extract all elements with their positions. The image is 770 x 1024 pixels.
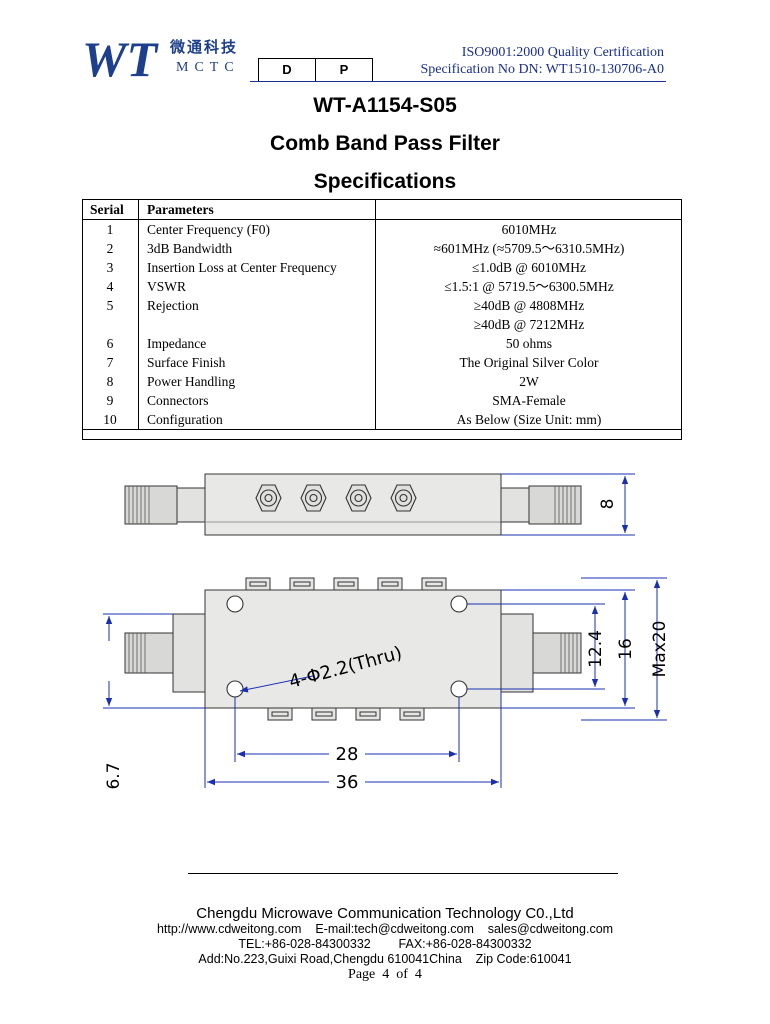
table-row: 2 3dB Bandwidth ≈601MHz (≈5709.5～6310.5M… <box>82 239 682 258</box>
product-name: Comb Band Pass Filter <box>270 132 500 155</box>
footer-divider <box>188 873 618 874</box>
dim-6-7-label: 6.7 <box>104 762 124 789</box>
header-serial: Serial <box>82 199 139 220</box>
specifications-table: Serial Parameters 1 Center Frequency (F0… <box>82 199 682 430</box>
row-parameter: Impedance <box>138 334 376 353</box>
company-logo: WT <box>82 31 159 86</box>
row-value: 6010MHz <box>501 222 557 237</box>
row-serial: 3 <box>82 258 139 277</box>
row-serial: 8 <box>82 372 139 391</box>
dim-12-4-label: 12.4 <box>586 630 606 668</box>
row-serial: 6 <box>82 334 139 353</box>
header-parameters: Parameters <box>138 199 376 220</box>
row-parameter: Connectors <box>138 391 376 410</box>
row-serial: 1 <box>82 219 139 239</box>
table-row: 5 Rejection ≥40dB @ 4808MHz <box>82 296 682 315</box>
row-value: As Below (Size Unit: mm) <box>375 410 682 430</box>
specification-number: Specification No DN: WT1510-130706-A0 <box>420 62 664 77</box>
logo-chinese-name: 微通科技 <box>170 40 239 56</box>
contact-phone-fax: TEL:+86-028-84300332 FAX:+86-028-8430033… <box>238 937 532 951</box>
table-row: 10 Configuration As Below (Size Unit: mm… <box>82 410 682 430</box>
table-row: 1 Center Frequency (F0) 6010MHz <box>82 219 682 239</box>
row-parameter: Power Handling <box>138 372 376 391</box>
dim-max20-label: Max20 <box>650 621 670 678</box>
row-parameter: Insertion Loss at Center Frequency <box>138 258 376 277</box>
row-parameter: Surface Finish <box>138 353 376 372</box>
dim-28-label: 28 <box>336 744 359 765</box>
logo-mark: WT <box>82 31 159 86</box>
row-value: ≥40dB @ 4808MHz <box>473 298 585 313</box>
company-name: Chengdu Microwave Communication Technolo… <box>196 905 574 922</box>
row-serial: 9 <box>82 391 139 410</box>
row-serial: 5 <box>82 296 139 315</box>
row-serial: 10 <box>82 410 139 430</box>
dimension-drawing: 8 <box>103 473 670 793</box>
row-value: ≥40dB @ 7212MHz <box>473 317 585 332</box>
row-value: 2W <box>519 374 539 389</box>
header-value <box>375 199 682 220</box>
side-view: 8 <box>124 473 635 536</box>
contact-web-email: http://www.cdweitong.com E-mail:tech@cdw… <box>156 922 614 936</box>
row-parameter: Center Frequency (F0) <box>138 219 376 239</box>
row-value: ≈601MHz (≈5709.5～6310.5MHz) <box>433 241 625 256</box>
table-row: 4 VSWR ≤1.5:1 @ 5719.5～6300.5MHz <box>82 277 682 296</box>
table-header-row: Serial Parameters <box>82 199 682 220</box>
top-view: 4-Φ2.2(Thru) 12.4 16 Max20 6.7 <box>103 577 670 793</box>
row-value: ≤1.5:1 @ 5719.5～6300.5MHz <box>444 279 614 294</box>
table-row: 3 Insertion Loss at Center Frequency ≤1.… <box>82 258 682 277</box>
row-parameter: 3dB Bandwidth <box>138 239 376 258</box>
table-row: 9 Connectors SMA-Female <box>82 391 682 410</box>
row-parameter: VSWR <box>138 277 376 296</box>
row-parameter: Rejection <box>138 296 376 315</box>
dim-36-label: 36 <box>336 772 359 793</box>
dim-height-label: 8 <box>598 499 618 510</box>
section-title: Specifications <box>313 170 457 193</box>
company-address: Add:No.223,Guixi Road,Chengdu 610041Chin… <box>198 952 572 966</box>
doc-box-d: D <box>258 58 316 82</box>
row-value: SMA-Female <box>492 393 566 408</box>
row-parameter: Configuration <box>138 410 376 430</box>
doc-box-p: P <box>315 58 373 82</box>
page-number: Page 4 of 4 <box>348 967 422 982</box>
model-number: WT-A1154-S05 <box>313 94 457 117</box>
row-serial: 2 <box>82 239 139 258</box>
certification-text: ISO9001:2000 Quality Certification <box>461 45 664 60</box>
row-serial: 4 <box>82 277 139 296</box>
table-row: 7 Surface Finish The Original Silver Col… <box>82 353 682 372</box>
row-value: The Original Silver Color <box>459 355 599 370</box>
row-value: 50 ohms <box>505 336 553 351</box>
table-row: 8 Power Handling 2W <box>82 372 682 391</box>
row-value: ≤1.0dB @ 6010MHz <box>472 260 586 275</box>
header-divider <box>250 81 666 82</box>
table-row: ≥40dB @ 7212MHz <box>82 315 682 334</box>
logo-english-name: MCTC <box>176 60 240 75</box>
dim-16-label: 16 <box>616 638 636 660</box>
table-row: 6 Impedance 50 ohms <box>82 334 682 353</box>
row-serial: 7 <box>82 353 139 372</box>
